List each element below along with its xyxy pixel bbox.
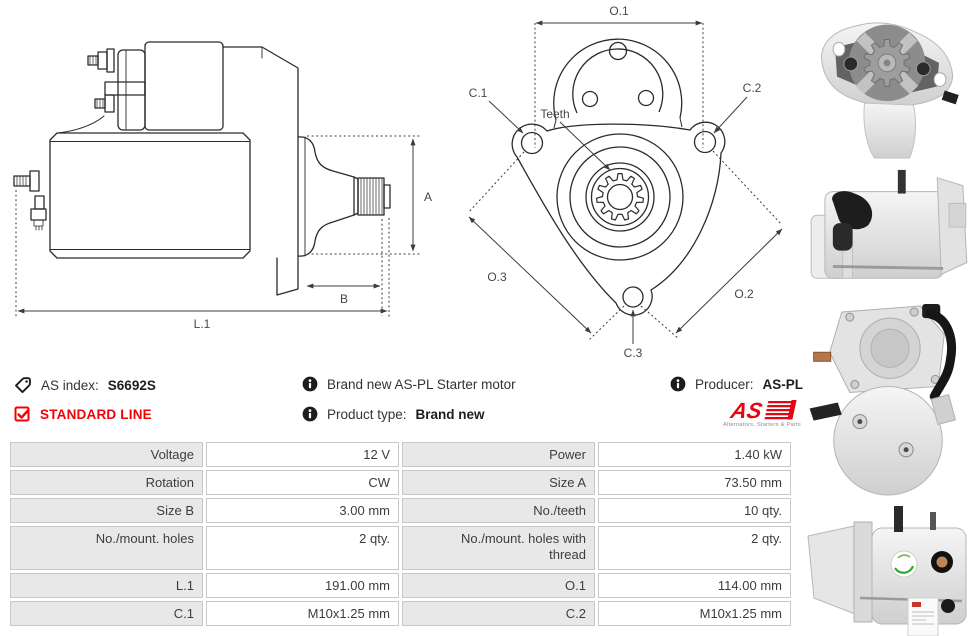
aspl-brand-logo: AS Alternators, Starters & Parts [720, 398, 804, 428]
dim-label-c2: C.2 [743, 81, 762, 95]
producer-line: Producer: AS-PL [670, 376, 803, 392]
spec-label: Voltage [10, 442, 203, 467]
tag-icon [15, 377, 31, 394]
brand-new-text: Brand new AS-PL Starter motor [327, 376, 516, 392]
spec-label: Size B [10, 498, 203, 523]
technical-drawing-front-view: O.1 O.3 O.2 C.1 C.2 C.3 Teeth [450, 0, 800, 375]
dim-label-o2: O.2 [734, 287, 754, 301]
spec-label: O.1 [402, 573, 595, 598]
dim-label-o1: O.1 [609, 4, 629, 18]
aspl-logo-text: AS [728, 398, 765, 422]
spec-value: M10x1.25 mm [206, 601, 399, 626]
as-index-line: AS index: S6692S [14, 376, 156, 394]
spec-label: C.2 [402, 601, 595, 626]
dim-label-o3: O.3 [487, 270, 507, 284]
teeth-label: Teeth [540, 107, 569, 121]
dim-label-c3: C.3 [624, 346, 643, 360]
spec-value: 114.00 mm [598, 573, 791, 598]
spec-value: 191.00 mm [206, 573, 399, 598]
spec-value: CW [206, 470, 399, 495]
spec-value: M10x1.25 mm [598, 601, 791, 626]
dim-label-b: B [340, 292, 348, 306]
info-icon [670, 376, 686, 392]
aspl-logo-icon: AS [728, 398, 797, 422]
product-photo-front[interactable] [801, 8, 974, 160]
info-icon [302, 406, 318, 422]
product-photo-side[interactable] [801, 164, 974, 296]
dim-label-a: A [424, 190, 432, 204]
product-type-line: Product type: Brand new [302, 406, 485, 422]
producer-label: Producer: [695, 376, 754, 392]
spec-label: Rotation [10, 470, 203, 495]
product-type-label: Product type: [327, 406, 407, 422]
standard-line-label: STANDARD LINE [40, 407, 152, 422]
spec-label: L.1 [10, 573, 203, 598]
spec-label: Size A [402, 470, 595, 495]
spec-value: 2 qty. [206, 526, 399, 570]
product-photos [801, 0, 974, 636]
standard-line-badge: STANDARD LINE [14, 406, 152, 423]
spec-value: 10 qty. [598, 498, 791, 523]
brand-new-line: Brand new AS-PL Starter motor [302, 376, 516, 392]
spec-table: Voltage 12 V Power 1.40 kW Rotation CW S… [10, 442, 791, 626]
dim-label-c1: C.1 [469, 86, 488, 100]
product-photo-angle[interactable] [801, 504, 974, 636]
spec-value: 12 V [206, 442, 399, 467]
dim-label-l1: L.1 [194, 317, 211, 331]
spec-value: 73.50 mm [598, 470, 791, 495]
spec-value: 1.40 kW [598, 442, 791, 467]
producer-value: AS-PL [762, 376, 804, 392]
info-icon [302, 376, 318, 392]
as-index-value: S6692S [107, 377, 156, 393]
checkbox-checked-icon [14, 406, 30, 422]
as-index-label: AS index: [41, 377, 99, 393]
spec-label: No./teeth [402, 498, 595, 523]
spec-label: No./mount. holes with thread [402, 526, 595, 570]
aspl-logo-tagline: Alternators, Starters & Parts [723, 422, 801, 428]
product-photo-rear[interactable] [801, 300, 974, 496]
spec-label: Power [402, 442, 595, 467]
technical-drawing-side-view: A B L.1 [0, 0, 445, 350]
spec-value: 2 qty. [598, 526, 791, 570]
spec-value: 3.00 mm [206, 498, 399, 523]
spec-label: No./mount. holes [10, 526, 203, 570]
product-type-value: Brand new [415, 406, 485, 422]
product-info-row: AS index: S6692S STANDARD LINE Brand new… [10, 372, 803, 438]
spec-label: C.1 [10, 601, 203, 626]
